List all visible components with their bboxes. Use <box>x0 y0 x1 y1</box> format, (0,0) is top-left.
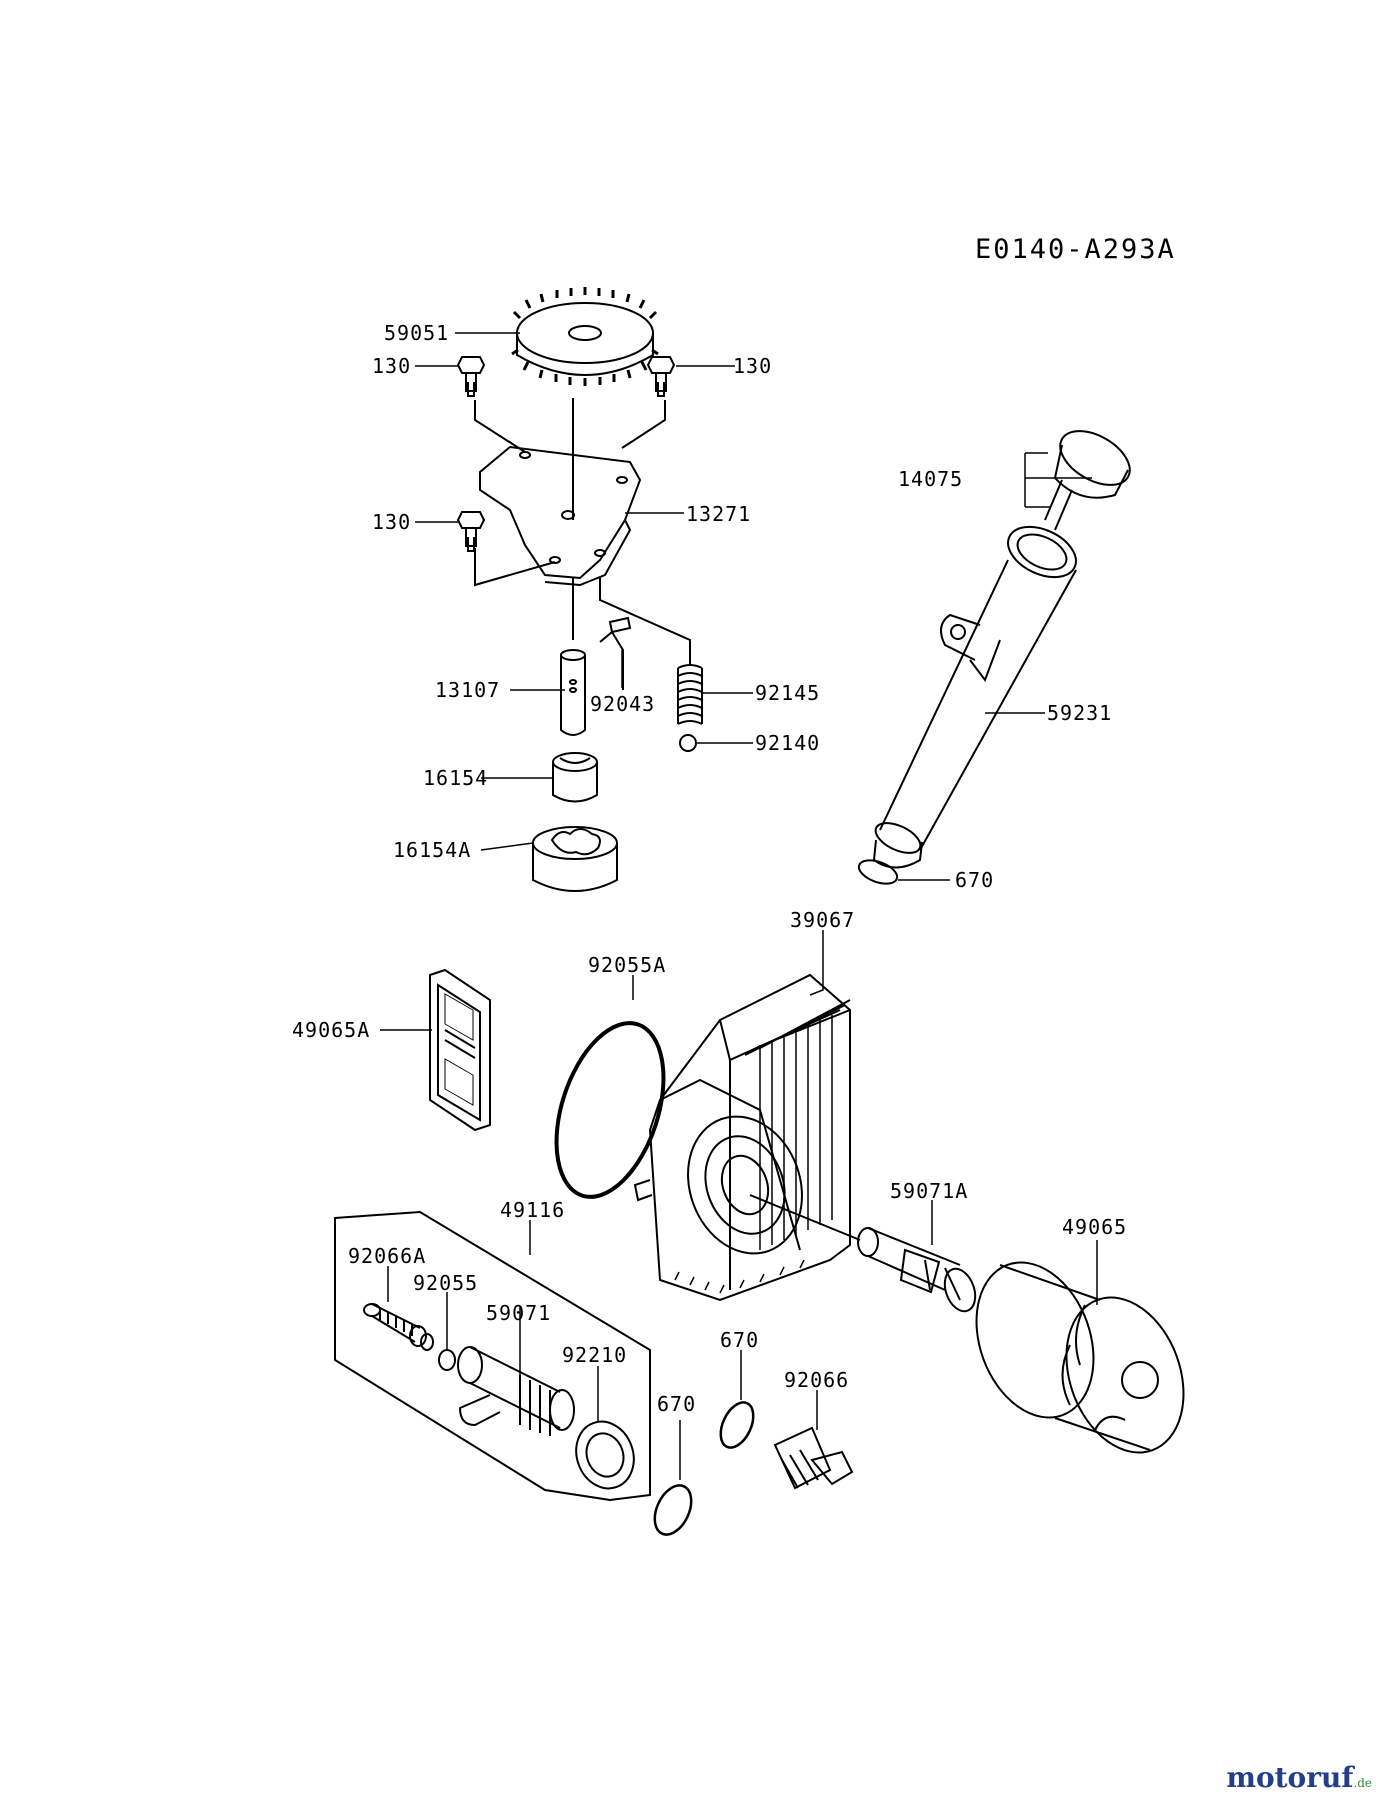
spring-92145 <box>677 664 703 725</box>
label-13271: 13271 <box>686 502 751 526</box>
label-14075: 14075 <box>898 467 963 491</box>
label-59051: 59051 <box>384 321 449 345</box>
watermark-tld: .de <box>1353 1776 1372 1790</box>
bolt-130-lower <box>456 511 486 552</box>
oil-filter-49065 <box>975 1261 1185 1454</box>
drain-plug-92066 <box>773 1426 854 1490</box>
gear-59051 <box>511 287 659 386</box>
bolt-130-left <box>456 356 486 397</box>
label-92066A: 92066A <box>348 1244 426 1268</box>
label-49065A: 49065A <box>292 1018 370 1042</box>
bolt-130-right <box>646 356 676 397</box>
label-92066: 92066 <box>784 1368 849 1392</box>
diagram-code: E0140-A293A <box>975 234 1176 265</box>
valve-body-59071 <box>457 1346 575 1436</box>
label-39067: 39067 <box>790 908 855 932</box>
filler-tube-59231 <box>872 525 1077 869</box>
label-92055A: 92055A <box>588 953 666 977</box>
nipple-59071A <box>857 1227 977 1313</box>
label-130-left: 130 <box>372 354 411 378</box>
label-13107: 13107 <box>435 678 500 702</box>
oring-670-tube <box>857 859 899 885</box>
oring-92055A <box>554 1021 666 1199</box>
label-670-bottom: 670 <box>657 1392 696 1416</box>
shaft-13107 <box>560 649 586 736</box>
label-16154A: 16154A <box>393 838 471 862</box>
label-92145: 92145 <box>755 681 820 705</box>
label-92055: 92055 <box>413 1271 478 1295</box>
plate-13271 <box>479 445 642 587</box>
valve-92066A <box>363 1303 434 1351</box>
label-670-middle: 670 <box>720 1328 759 1352</box>
label-130-right: 130 <box>733 354 772 378</box>
outer-rotor-16154A <box>532 826 618 892</box>
ball-92140 <box>679 734 697 752</box>
label-59071A: 59071A <box>890 1179 968 1203</box>
label-92140: 92140 <box>755 731 820 755</box>
filter-housing-39067 <box>633 973 861 1302</box>
label-92210: 92210 <box>562 1343 627 1367</box>
inner-rotor-16154 <box>552 752 598 803</box>
oring-670-middle <box>719 1401 755 1449</box>
label-49116: 49116 <box>500 1198 565 1222</box>
label-670-tube: 670 <box>955 868 994 892</box>
nut-92210 <box>575 1420 635 1490</box>
watermark-logo: motoruf.de <box>1226 1761 1372 1794</box>
filler-cap-14075 <box>1044 430 1131 531</box>
oring-92055 <box>438 1349 456 1371</box>
screen-49065A <box>429 968 491 1132</box>
label-16154: 16154 <box>423 766 488 790</box>
watermark-brand: motoruf <box>1226 1761 1354 1794</box>
label-59071: 59071 <box>486 1301 551 1325</box>
oring-670-bottom <box>653 1484 693 1536</box>
label-49065: 49065 <box>1062 1215 1127 1239</box>
label-59231: 59231 <box>1047 701 1112 725</box>
label-92043: 92043 <box>590 692 655 716</box>
pin-92043 <box>599 616 632 690</box>
valve-assembly-bracket-49116 <box>334 1210 651 1502</box>
label-130-lower: 130 <box>372 510 411 534</box>
